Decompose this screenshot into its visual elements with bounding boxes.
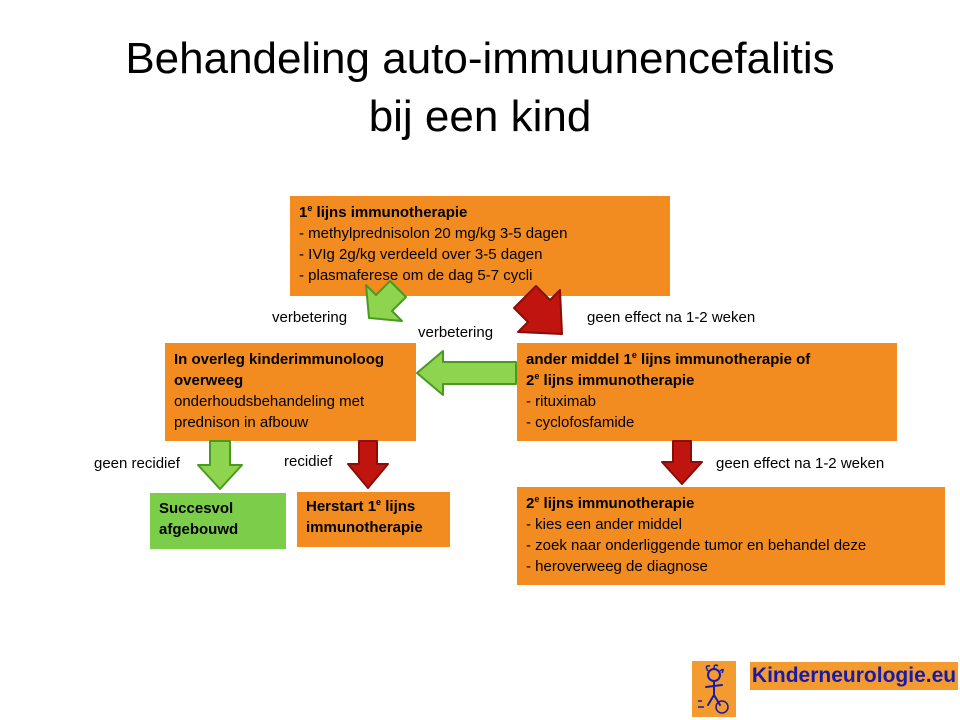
label-verbetering-mid: verbetering: [418, 324, 494, 341]
logo-wordmark[interactable]: Kinderneurologie.eu: [750, 662, 958, 690]
title-line-2: bij een kind: [368, 92, 592, 141]
box-second-line-heading: 2e lijns immunotherapie: [526, 494, 695, 513]
box-second-line-therapy: 2e lijns immunotherapie - kies een ander…: [517, 487, 945, 585]
box-success-line-1: Succesvol: [159, 500, 234, 517]
box-other-agent: ander middel 1e lijns immunotherapie of …: [517, 343, 897, 441]
box-other-agent-item: - rituximab: [526, 393, 597, 410]
box-second-line-item: - zoek naar onderliggende tumor en behan…: [526, 537, 867, 554]
label-geen-recidief: geen recidief: [94, 455, 180, 472]
box-first-line-item: - methylprednisolon 20 mg/kg 3-5 dagen: [299, 225, 568, 242]
box-maintenance-line: onderhoudsbehandeling met: [174, 393, 365, 410]
arrow-red-diagonal: [513, 285, 563, 335]
label-verbetering-left: verbetering: [272, 309, 348, 326]
box-other-agent-heading-1: ander middel 1e lijns immunotherapie of: [526, 350, 811, 369]
title-line-1: Behandeling auto-immuunencefalitis: [125, 34, 835, 83]
arrow-red-down-right: [661, 440, 703, 485]
box-success-line-2: afgebouwd: [159, 521, 239, 538]
box-restart: Herstart 1e lijns immunotherapie: [297, 492, 450, 547]
box-first-line-therapy: 1e lijns immunotherapie - methylpredniso…: [290, 196, 670, 296]
page-title: Behandeling auto-immuunencefalitis bij e…: [0, 30, 960, 146]
box-second-line-item: - heroverweeg de diagnose: [526, 558, 708, 575]
box-restart-line-1: Herstart 1e lijns: [306, 497, 416, 516]
arrow-green-down: [197, 440, 243, 490]
arrow-green-horizontal: [416, 350, 517, 396]
label-geen-effect-1: geen effect na 1-2 weken: [587, 309, 756, 326]
child-figure-icon: [692, 661, 736, 717]
arrow-green-diagonal: [365, 280, 407, 322]
box-restart-line-2: immunotherapie: [306, 519, 423, 536]
box-maintenance: In overleg kinderimmunoloog overweeg ond…: [165, 343, 416, 441]
label-geen-effect-2: geen effect na 1-2 weken: [716, 455, 885, 472]
box-success: Succesvol afgebouwd: [150, 493, 286, 549]
box-first-line-item: - IVIg 2g/kg verdeeld over 3-5 dagen: [299, 246, 543, 263]
box-first-line-item: - plasmaferese om de dag 5-7 cycli: [299, 267, 533, 284]
box-other-agent-heading-2: 2e lijns immunotherapie: [526, 371, 695, 390]
box-maintenance-line: prednison in afbouw: [174, 414, 309, 431]
box-maintenance-heading-1: In overleg kinderimmunoloog: [174, 351, 385, 368]
box-other-agent-item: - cyclofosfamide: [526, 414, 635, 431]
box-first-line-heading: 1e lijns immunotherapie: [299, 203, 468, 222]
label-recidief: recidief: [284, 453, 333, 470]
arrow-red-down: [347, 440, 389, 489]
box-maintenance-heading-2: overweeg: [174, 372, 244, 389]
box-second-line-item: - kies een ander middel: [526, 516, 682, 533]
